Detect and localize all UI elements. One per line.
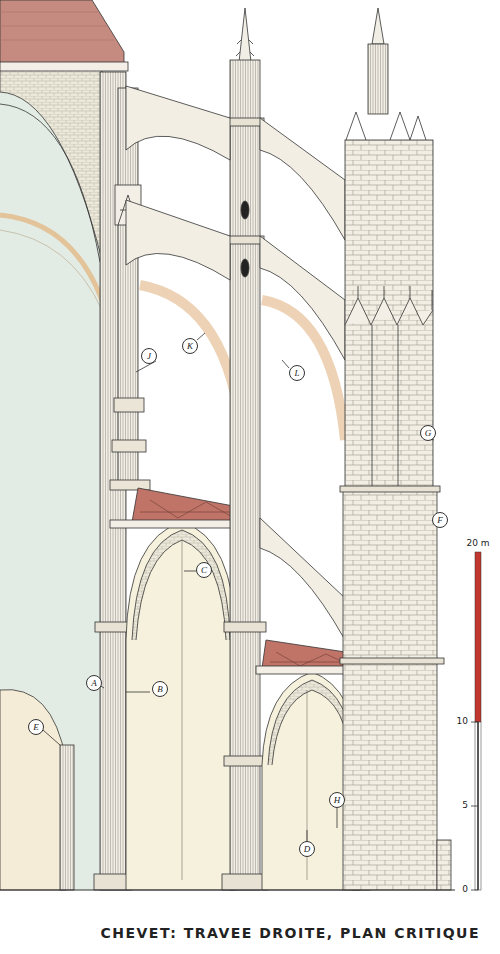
callout-letter: C: [201, 566, 207, 575]
callout-letter: B: [157, 685, 163, 694]
scale-number: 5: [461, 801, 469, 811]
callout-circle: B: [152, 681, 168, 697]
callout-letter: G: [425, 429, 432, 438]
caption: CHEVET: TRAVEE DROITE, PLAN CRITIQUE: [100, 925, 480, 941]
callout-letter: K: [187, 342, 193, 351]
callout-letter: A: [91, 679, 97, 688]
callout-circle: H: [329, 792, 345, 808]
callout-letter: J: [147, 352, 151, 361]
scale-number: 20 m: [465, 539, 490, 549]
callout-circle: D: [299, 841, 315, 857]
callout-circle: G: [420, 425, 436, 441]
callout-circle: C: [196, 562, 212, 578]
section-lines: [0, 0, 481, 890]
callout-circle: F: [432, 512, 448, 528]
callout-circle: E: [28, 719, 44, 735]
callout-circle: A: [86, 675, 102, 691]
callout-letter: D: [304, 845, 311, 854]
callout-letter: L: [294, 369, 299, 378]
scale-number: 10: [456, 717, 469, 727]
callout-circle: L: [289, 365, 305, 381]
callout-letter: H: [334, 796, 341, 805]
scale-number: 0: [461, 885, 469, 895]
callout-letter: E: [33, 723, 39, 732]
callout-circle: K: [182, 338, 198, 354]
callout-circle: J: [141, 348, 157, 364]
callout-letter: F: [437, 516, 443, 525]
